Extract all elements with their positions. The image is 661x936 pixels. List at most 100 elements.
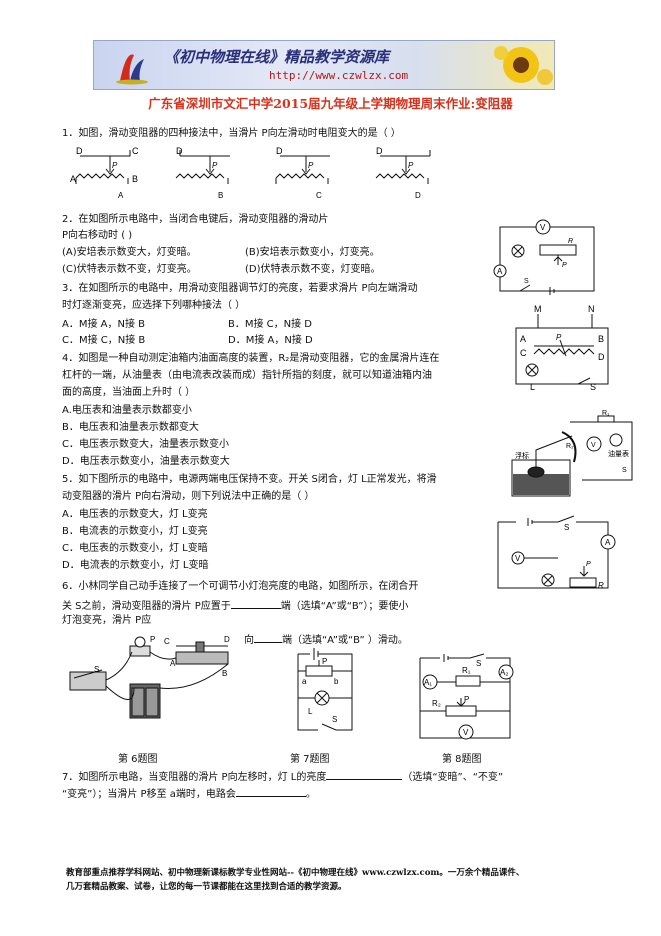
q5-stem-2: 动变阻器的滑片 P向右滑动，则下列说法中正确的是（ ） — [62, 491, 315, 502]
sunflower-icon — [494, 46, 553, 85]
q2-stem-2: P向右移动时 ( ) — [62, 230, 133, 241]
svg-text:L: L — [530, 382, 535, 392]
q3-stem-1: 3．在如图所示的电路中，用滑动变阻器调节灯的亮度，若要求滑片 P向左端滑动 — [62, 283, 418, 294]
figure-8-caption: 第 8题图 — [442, 754, 482, 765]
svg-text:A: A — [170, 659, 176, 668]
svg-text:浮标: 浮标 — [515, 451, 529, 460]
svg-text:P: P — [562, 262, 567, 269]
svg-text:C: C — [164, 637, 170, 646]
q5-option-a: A．电压表的示数变大，灯 L变亮 — [62, 509, 208, 520]
svg-text:V: V — [540, 223, 546, 232]
q3-option-c: C．M接 C，N接 B — [62, 335, 146, 346]
svg-text:D: D — [376, 146, 383, 156]
q4-oil-gauge-diagram: 浮标 油量表 R₁ R₂ V S — [511, 410, 633, 497]
q7-blank-1[interactable] — [326, 768, 403, 780]
svg-text:P: P — [586, 561, 591, 568]
svg-text:A: A — [520, 334, 526, 344]
svg-text:A₂: A₂ — [500, 668, 508, 677]
q6-stem-4: 向端（选填“A”或“B” ）滑动。 — [244, 631, 408, 647]
svg-text:S: S — [94, 665, 99, 674]
svg-text:油量表: 油量表 — [608, 449, 629, 458]
q7-stem-1: 7．如图所示电路，当变阻器的滑片 P向左移时，灯 L的亮度（选填“变暗”、“不变… — [62, 768, 503, 784]
figure-6-caption: 第 6题图 — [118, 754, 158, 765]
svg-text:D: D — [76, 146, 83, 156]
svg-text:R: R — [568, 238, 573, 245]
svg-text:a: a — [302, 677, 307, 686]
svg-text:L: L — [308, 707, 313, 716]
q1-label-c: C — [316, 191, 322, 200]
q5-option-b: B．电流表的示数变小，灯 L变亮 — [62, 526, 208, 537]
banner-url[interactable]: http://www.czwlzx.com — [269, 69, 409, 82]
q5-option-d: D．电流表的示数变小，灯 L变暗 — [62, 560, 209, 571]
svg-text:P: P — [112, 161, 118, 170]
svg-text:P: P — [464, 695, 469, 704]
svg-text:S: S — [564, 523, 569, 532]
svg-text:P: P — [212, 161, 218, 170]
q7-blank-2[interactable] — [235, 785, 306, 797]
q2-circuit-diagram: V A R P S — [493, 219, 595, 295]
svg-text:D: D — [276, 146, 283, 156]
svg-text:V: V — [591, 442, 596, 449]
q1-label-a: A — [118, 191, 124, 200]
svg-text:S: S — [476, 659, 481, 668]
logo-icon — [116, 54, 148, 85]
svg-text:B: B — [222, 669, 227, 678]
svg-text:P: P — [308, 161, 314, 170]
q2-stem-1: 2．在如图所示电路中，当闭合电键后，滑动变阻器的滑动片 — [62, 214, 329, 225]
q3-option-d: D．M接 A，N接 D — [228, 335, 313, 346]
q1-stem: 1．如图，滑动变阻器的四种接法中，当滑片 P向左滑动时电阻变大的是（ ） — [62, 128, 401, 139]
svg-text:D: D — [224, 635, 230, 644]
q4-stem-1: 4．如图是一种自动测定油箱内油面高度的装置，R₂是滑动变阻器，它的金属滑片连在 — [62, 353, 440, 364]
svg-text:C: C — [132, 146, 139, 156]
q6-blank-2[interactable] — [254, 631, 282, 643]
q4-option-a: A.电压表和油量表示数都变小 — [62, 405, 192, 416]
q3-option-b: B．M接 C，N接 D — [228, 319, 313, 330]
svg-text:A: A — [70, 174, 76, 184]
svg-text:A: A — [605, 538, 611, 547]
fig6-apparatus-drawing: P C D A B S — [69, 635, 230, 719]
svg-text:A: A — [497, 267, 503, 276]
svg-text:V: V — [463, 728, 469, 737]
svg-text:B: B — [598, 334, 604, 344]
svg-text:b: b — [334, 677, 339, 686]
svg-text:A₁: A₁ — [424, 678, 432, 687]
svg-text:V: V — [515, 554, 521, 563]
svg-text:R₁: R₁ — [462, 666, 471, 675]
q4-stem-2: 杠杆的一端，从油量表（由电流表改装而成）指针所指的刻度，就可以知道油箱内油 — [62, 370, 432, 381]
q3-circuit-diagram: M N A B C D P L S — [515, 304, 609, 392]
svg-text:P: P — [556, 333, 562, 342]
svg-text:R₂: R₂ — [432, 699, 441, 708]
svg-text:P: P — [150, 635, 155, 644]
q4-option-b: B．电压表和油量表示数都变大 — [62, 422, 199, 433]
q4-stem-3: 面的高度，当油面上升时（ ） — [62, 387, 196, 398]
q7-stem-2: “变亮”）；当滑片 P移至 a端时，电路会。 — [62, 785, 316, 801]
svg-text:R₁: R₁ — [602, 410, 610, 417]
q4-option-d: D．电压表示数变小，油量表示数变大 — [62, 456, 230, 467]
header-banner: 《初中物理在线》精品教学资源库 http://www.czwlzx.com — [93, 40, 555, 90]
q6-stem-2: 关 S之前，滑动变阻器的滑片 P应置于端（选填“A”或“B”）；要使小 — [62, 597, 408, 613]
fig7-circuit-diagram: P a b L S — [297, 648, 353, 731]
footer-line-2: 几万套精品教案、试卷，让您的每一节课都能在这里找到合适的教学资源。 — [66, 882, 347, 892]
q1-label-b: B — [218, 191, 223, 200]
svg-text:S: S — [524, 278, 529, 285]
svg-text:R: R — [598, 581, 604, 590]
svg-text:D: D — [176, 146, 183, 156]
svg-text:N: N — [588, 304, 595, 314]
q6-blank-1[interactable] — [230, 597, 281, 609]
q2-option-d: (D)伏特表示数不变，灯变暗。 — [245, 264, 381, 275]
svg-text:B: B — [132, 174, 138, 184]
svg-text:C: C — [520, 348, 527, 358]
page-title: 广东省深圳市文汇中学2015届九年级上学期物理周末作业:变阻器 — [148, 96, 513, 111]
q6-stem-1: 6．小林同学自己动手连接了一个可调节小灯泡亮度的电路，如图所示，在闭合开 — [62, 581, 419, 592]
q6-stem-3: 灯泡变亮，滑片 P应 — [62, 615, 152, 626]
q5-stem-1: 5．如下图所示的电路中，电源两端电压保持不变。开关 S闭合，灯 L正常发光，将滑 — [62, 474, 437, 485]
svg-text:P: P — [408, 161, 414, 170]
q5-circuit-diagram: S A V P R — [497, 515, 616, 590]
q4-option-c: C．电压表示数变大，油量表示数变小 — [62, 439, 229, 450]
banner-title: 《初中物理在线》精品教学资源库 — [164, 48, 390, 66]
svg-text:P: P — [322, 657, 327, 666]
q5-option-c: C．电压表的示数变小，灯 L变暗 — [62, 543, 208, 554]
figure-7-caption: 第 7题图 — [290, 754, 330, 765]
svg-text:R₂: R₂ — [566, 443, 574, 450]
